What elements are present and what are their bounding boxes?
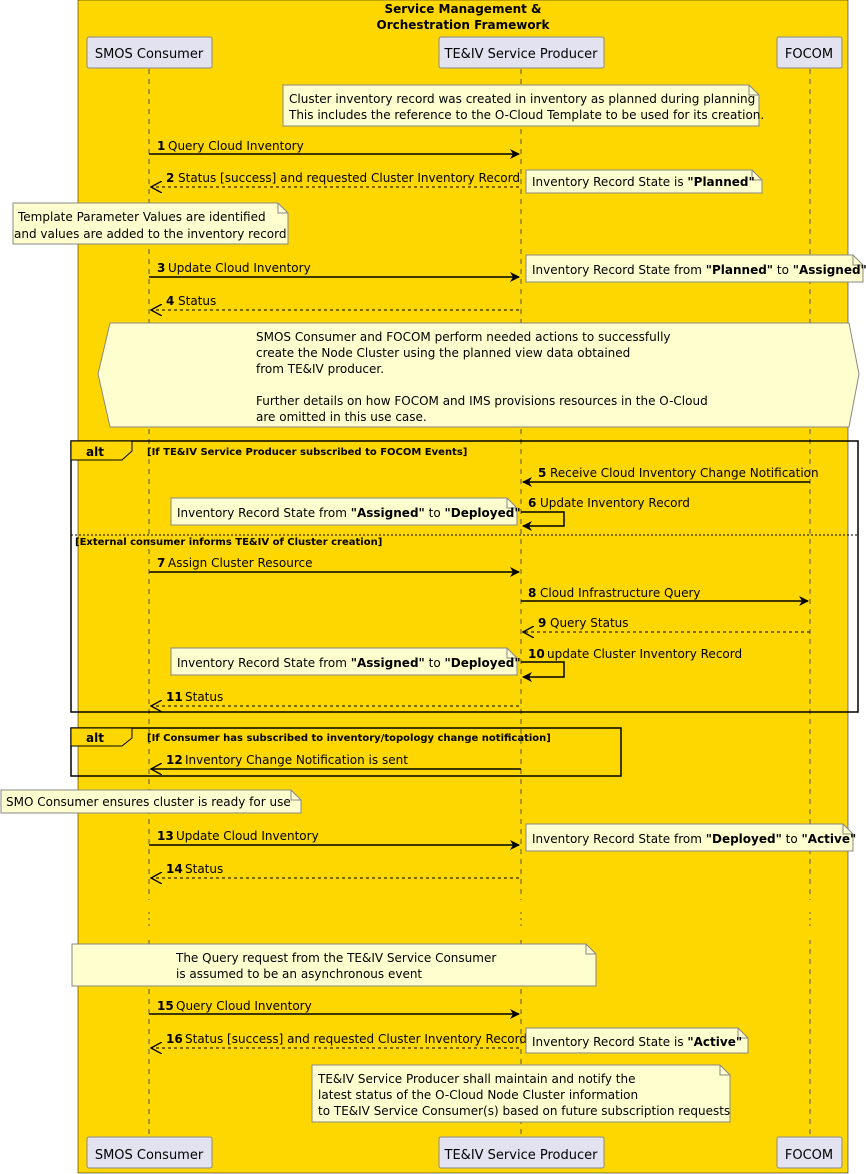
message-label: Status <box>185 862 223 876</box>
message-number: 12 <box>166 753 183 767</box>
note-state-deployed-active: Inventory Record State from "Deployed" t… <box>525 823 856 852</box>
participant-focom-bottom[interactable]: FOCOM <box>776 1136 843 1169</box>
delay-dots <box>148 912 811 926</box>
note-state-text: Inventory Record State from "Deployed" t… <box>532 832 856 846</box>
note-inventory-created: Cluster inventory record was created in … <box>282 84 764 127</box>
message-label: update Cluster Inventory Record <box>547 647 742 661</box>
message-label: Inventory Change Notification is sent <box>185 753 408 767</box>
alt-fragment-1: alt [If TE&IV Service Producer subscribe… <box>70 440 859 713</box>
note-state-active: Inventory Record State is "Active" <box>525 1027 749 1054</box>
note-state-planned: Inventory Record State is "Planned" <box>525 169 763 194</box>
message-number: 8 <box>528 586 536 600</box>
note-line: SMO Consumer ensures cluster is ready fo… <box>6 795 291 809</box>
message-arrow-10 <box>521 661 565 682</box>
note-state-text: Inventory Record State is "Planned" <box>532 175 755 189</box>
message-number: 5 <box>538 466 546 480</box>
message-label: Status [success] and requested Cluster I… <box>178 171 520 185</box>
message-number: 13 <box>157 829 174 843</box>
participant-teiv-label: TE&IV Service Producer <box>444 47 599 62</box>
message-number: 6 <box>528 496 536 510</box>
note-state-text: Inventory Record State is "Active" <box>532 1035 742 1049</box>
note-state-assigned-deployed-2: Inventory Record State from "Assigned" t… <box>170 647 521 676</box>
message-label: Status [success] and requested Cluster I… <box>185 1032 527 1046</box>
participant-teiv-label: TE&IV Service Producer <box>444 1148 599 1163</box>
delay-mask <box>512 900 532 940</box>
box-title-line-2: Orchestration Framework <box>377 18 551 32</box>
participant-focom-label: FOCOM <box>785 47 833 62</box>
alt-guard: [If TE&IV Service Producer subscribed to… <box>147 447 467 458</box>
participant-smos-label: SMOS Consumer <box>95 47 204 62</box>
message-number: 15 <box>157 999 174 1013</box>
alt-keyword: alt <box>86 445 104 459</box>
message-number: 7 <box>157 556 165 570</box>
message-number: 11 <box>166 690 183 704</box>
message-label: Query Cloud Inventory <box>168 139 304 153</box>
alt-keyword: alt <box>86 731 104 745</box>
message-number: 14 <box>166 862 183 876</box>
note-line: TE&IV Service Producer shall maintain an… <box>317 1072 635 1086</box>
participant-focom-label: FOCOM <box>785 1148 833 1163</box>
message-label: Update Cloud Inventory <box>176 829 319 843</box>
note-maintain-status: TE&IV Service Producer shall maintain an… <box>311 1064 731 1123</box>
message-label: Update Inventory Record <box>540 496 690 510</box>
message-number: 16 <box>166 1032 183 1046</box>
participant-focom-top[interactable]: FOCOM <box>776 36 843 69</box>
message-label: Assign Cluster Resource <box>168 556 313 570</box>
hexagon-note-node-cluster: SMOS Consumer and FOCOM perform needed a… <box>97 322 860 428</box>
alt-else-guard: [External consumer informs TE&IV of Clus… <box>75 537 382 548</box>
participant-smos-label: SMOS Consumer <box>95 1148 204 1163</box>
note-template-params: Template Parameter Values are identified… <box>12 202 289 245</box>
note-async-query: The Query request from the TE&IV Service… <box>71 943 597 987</box>
note-line: to TE&IV Service Consumer(s) based on fu… <box>318 1104 730 1118</box>
note-state-text: Inventory Record State from "Assigned" t… <box>177 506 521 520</box>
hex-line: from TE&IV producer. <box>256 362 384 376</box>
note-line: The Query request from the TE&IV Service… <box>175 951 496 965</box>
hex-line: Further details on how FOCOM and IMS pro… <box>256 394 708 408</box>
participant-teiv-bottom[interactable]: TE&IV Service Producer <box>438 1136 605 1169</box>
note-cluster-ready: SMO Consumer ensures cluster is ready fo… <box>0 789 302 814</box>
message-number: 9 <box>538 616 546 630</box>
box-title-line-1: Service Management & <box>384 2 541 16</box>
message-number: 10 <box>528 647 545 661</box>
participant-smos-bottom[interactable]: SMOS Consumer <box>86 1136 213 1169</box>
message-label: Cloud Infrastructure Query <box>540 586 701 600</box>
message-number: 3 <box>157 261 165 275</box>
hex-line: are omitted in this use case. <box>256 410 427 424</box>
message-number: 1 <box>157 139 165 153</box>
participant-smos-top[interactable]: SMOS Consumer <box>86 36 213 69</box>
note-line: latest status of the O-Cloud Node Cluste… <box>318 1088 638 1102</box>
message-label: Query Status <box>550 616 629 630</box>
delay-mask <box>140 900 160 940</box>
message-label: Query Cloud Inventory <box>176 999 312 1013</box>
note-line: Cluster inventory record was created in … <box>289 92 755 106</box>
hex-line: create the Node Cluster using the planne… <box>256 346 630 360</box>
participant-teiv-top[interactable]: TE&IV Service Producer <box>438 36 605 69</box>
message-label: Status <box>185 690 223 704</box>
alt-fragment-2: alt [If Consumer has subscribed to inven… <box>70 727 622 777</box>
message-label: Update Cloud Inventory <box>168 261 311 275</box>
message-number: 4 <box>166 294 174 308</box>
note-line: This includes the reference to the O-Clo… <box>288 108 764 122</box>
note-state-assigned-deployed-1: Inventory Record State from "Assigned" t… <box>170 497 521 526</box>
message-label: Status <box>178 294 216 308</box>
message-arrow-6 <box>521 511 565 531</box>
note-state-text: Inventory Record State from "Assigned" t… <box>177 656 521 670</box>
note-state-text: Inventory Record State from "Planned" to… <box>532 263 866 277</box>
delay-mask <box>801 900 821 940</box>
note-line: is assumed to be an asynchronous event <box>176 967 422 981</box>
message-label: Receive Cloud Inventory Change Notificat… <box>550 466 819 480</box>
note-line: Template Parameter Values are identified <box>17 210 266 224</box>
message-number: 2 <box>166 171 174 185</box>
hex-line: SMOS Consumer and FOCOM perform needed a… <box>256 330 671 344</box>
alt-guard: [If Consumer has subscribed to inventory… <box>147 733 551 744</box>
note-line: and values are added to the inventory re… <box>14 227 286 241</box>
note-state-planned-assigned: Inventory Record State from "Planned" to… <box>525 254 866 283</box>
